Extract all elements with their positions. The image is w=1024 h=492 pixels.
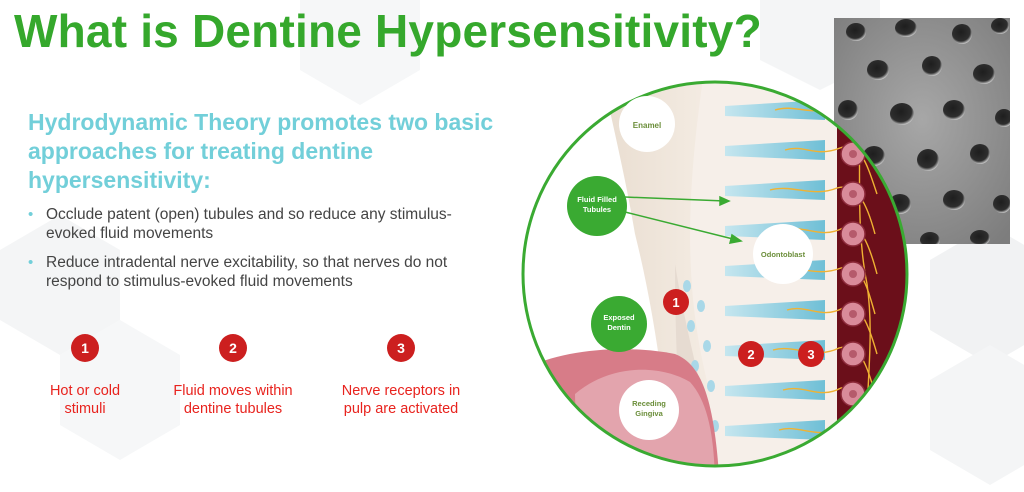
step-2: 2 Fluid moves within dentine tubules [158, 334, 308, 418]
marker-2-number: 2 [747, 347, 754, 362]
fluid-filled-tubules-label: Tubules [583, 205, 611, 214]
marker-3-number: 3 [807, 347, 814, 362]
step-1: 1 Hot or cold stimuli [30, 334, 140, 418]
exposed-dentin-circle [591, 296, 647, 352]
bullet-dot-icon: • [28, 206, 34, 223]
enamel-label: Enamel [633, 121, 661, 130]
bullet-item: • Occlude patent (open) tubules and so re… [26, 205, 496, 243]
step-label: Hot or cold stimuli [30, 382, 140, 418]
step-3: 3 Nerve receptors in pulp are activated [326, 334, 476, 418]
fluid-filled-tubules-label: Fluid Filled [577, 195, 617, 204]
step-label-line: pulp are activated [343, 401, 459, 417]
receding-gingiva-circle [619, 380, 679, 440]
step-number-badge: 3 [387, 334, 415, 362]
bullet-dot-icon: • [28, 254, 34, 271]
marker-1-number: 1 [672, 295, 679, 310]
receding-gingiva-label: Gingiva [635, 409, 663, 418]
enamel-label-circle [619, 96, 675, 152]
marker-1-badge [663, 289, 689, 315]
step-number-badge: 2 [219, 334, 247, 362]
step-label-line: stimuli [64, 401, 106, 417]
sem-micrograph-image [834, 18, 1010, 244]
step-label-line: dentine tubules [183, 401, 283, 417]
odontoblast-label: Odontoblast [761, 250, 806, 259]
odontoblast-label-circle [753, 224, 813, 284]
bullet-item: • Reduce intradental nerve excitability, … [26, 253, 496, 291]
marker-3-badge [798, 341, 824, 367]
step-number-badge: 1 [71, 334, 99, 362]
fluid-filled-tubules-circle [567, 176, 627, 236]
page-title: What is Dentine Hypersensitivity? [14, 5, 762, 57]
exposed-dentin-label: Exposed [603, 313, 635, 322]
bullet-list: • Occlude patent (open) tubules and so re… [26, 205, 496, 301]
step-label-line: Fluid moves within [173, 383, 293, 399]
step-label: Fluid moves within dentine tubules [158, 382, 308, 418]
step-label: Nerve receptors in pulp are activated [326, 382, 476, 418]
step-label-line: Hot or cold [49, 383, 121, 399]
step-label-line: Nerve receptors in [341, 383, 461, 399]
marker-2-badge [738, 341, 764, 367]
exposed-dentin-label: Dentin [607, 323, 631, 332]
tooth-cross-section-diagram: Enamel Fluid Filled Tubules Odontoblast … [521, 80, 909, 468]
subtitle: Hydrodynamic Theory promotes two basic a… [28, 109, 494, 193]
bullet-text: Occlude patent (open) tubules and so red… [46, 206, 452, 242]
receding-gingiva-label: Receding [632, 399, 666, 408]
bullet-text: Reduce intradental nerve excitability, s… [46, 254, 448, 290]
